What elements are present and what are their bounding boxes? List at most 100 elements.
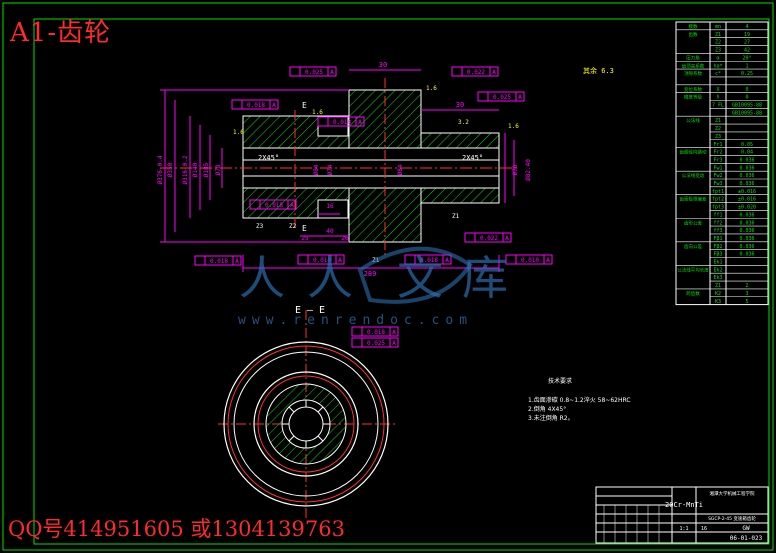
param-symbol: Fw1 [713,165,722,171]
watermark-swoosh [357,246,473,304]
param-value: 0.036 [739,165,754,171]
param-value: 0.036 [739,212,754,218]
param-value: 3 [745,291,748,297]
param-value: 5 [745,299,748,305]
param-value: 19 [744,32,750,38]
dia-bore-label: Ø78 [215,164,222,175]
param-symbol: Fβ2 [713,244,722,250]
dim-lower-26-label: 26 [341,235,349,242]
watermark-char: 库 [462,251,508,305]
tolerance-value: 0.018 [420,257,438,264]
param-symbol: α [716,55,719,61]
tolerance-frame [231,99,279,110]
param-value: 0.036 [739,157,754,163]
section-tolerance-value: 0.025 [367,340,385,347]
tech-req-line: 2.倒角 4X45° [528,405,566,413]
tolerance-frame [249,199,297,210]
param-value: 0.036 [739,244,754,250]
dim-top-30-label: 30 [379,61,387,69]
roughness-mark: 3.2 [458,119,469,126]
section-view-title: E — E [295,305,325,316]
param-symbol: X [716,87,719,93]
param-value: 20° [742,55,751,61]
tb-school: 湘潭大学机械工程学院 [710,490,755,497]
dim-slot-label: 16 [326,203,334,210]
zone-label: Z2 [289,223,297,230]
param-value: 0.25 [741,71,753,77]
tolerance-ref: A [290,202,294,209]
tolerance-frame [289,66,337,77]
dim-right-30-label: 30 [456,101,464,109]
param-value: GB10095-88 [732,103,762,109]
param-value: 0 [745,95,748,101]
outer-rim-circle [223,341,389,507]
section-tolerance-frame [351,337,399,348]
param-symbol: Ek3 [713,275,722,281]
tech-req-line: 3.未注倒角 R2。 [528,414,574,422]
param-symbol: fpt1 [712,189,724,195]
chamfer-right-label: 2X45° [462,154,483,162]
dia-bore-2-label: Ø84 [313,164,320,175]
section-tolerance-frame [351,326,399,337]
param-value: ±0.020 [738,205,756,211]
param-label: 顶隙系数 [684,70,702,77]
tolerance-ref: A [518,94,522,101]
param-value: 0.036 [739,181,754,187]
dia-mid-2-label: Ø140 [192,162,199,177]
param-label: 齿数 [689,31,698,38]
param-value: 0.04 [741,150,753,156]
param-symbol: K3 [715,299,721,305]
param-symbol: K2 [715,291,721,297]
roughness-mark: 1.6 [508,123,519,130]
dia-bore-3-label: Ø74 [327,164,334,175]
param-label: 齿向公差 [684,243,702,250]
param-label: 齿距极限偏差 [680,196,707,203]
dim-lower-40-label: 40 [326,228,334,235]
param-label: 公法线平均长度 [677,266,709,273]
watermark-char: 文 [397,251,443,305]
param-symbol: Z2 [715,126,721,132]
param-label: 公法线 [686,117,700,124]
dia-mid-3-label: Ø185 [203,162,210,177]
spline-tooth [317,406,324,413]
tolerance-frame [194,255,242,266]
param-symbol: Z3 [715,48,721,54]
param-label: 模数 [689,23,698,30]
tolerance-value: 0.010 [313,257,331,264]
chamfer-left-label: 2X45° [258,154,279,162]
tolerance-value: 0.018 [265,202,283,209]
param-symbol: Ek1 [713,260,722,266]
param-value: 0.036 [739,173,754,179]
tb-weight: GW [742,525,750,532]
dia-mid-label: Ø316-0.2 [182,155,189,184]
param-value: ±0.016 [738,197,756,203]
spline-tooth [288,435,295,442]
inner-rim-circle [233,351,379,497]
tolerance-value: 0.022 [480,235,498,242]
tolerance-ref: A [505,235,509,242]
param-value: 27 [744,40,750,46]
param-label: 齿形公差 [684,219,702,226]
param-symbol: fpt3 [712,205,724,211]
tolerance-value: 0.018 [333,119,351,126]
param-symbol: fpt2 [712,197,724,203]
param-symbol: Fr2 [713,150,722,156]
tb-drawing-title: SGCP-2-45 变速箱齿轮 [708,515,756,522]
param-symbol: mn [715,24,721,30]
tolerance-ref: A [445,257,449,264]
param-symbol: Fw2 [713,173,722,179]
dia-bore-4-label: Ø84 [397,164,404,175]
tolerance-value: 0.025 [493,94,511,101]
param-symbol: ff2 [713,220,722,226]
cut-label-e: E [302,224,307,233]
param-value: 0.036 [739,228,754,234]
param-symbol: Fr1 [713,142,722,148]
zone-label: Z1 [452,213,460,220]
dim-lower-25-label: 25 [301,235,309,242]
roughness-note: 其余 6.3 [583,66,614,75]
watermark-char: 人 [239,251,285,305]
dia-large-label: Ø376-0.4 [157,155,164,184]
tolerance-value: 0.025 [305,69,323,76]
